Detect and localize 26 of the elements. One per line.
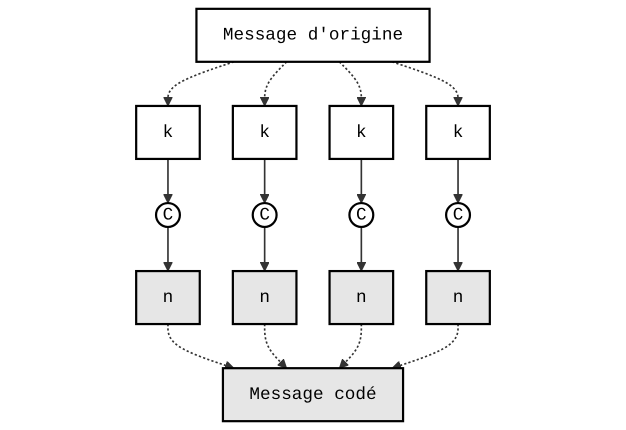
node-circle: C	[154, 202, 181, 228]
arrow	[338, 61, 366, 106]
node-box: k	[425, 104, 491, 160]
node-box: k	[328, 104, 394, 160]
arrow	[260, 158, 270, 204]
arrow	[453, 226, 463, 272]
node-box: n	[232, 270, 298, 326]
arrow	[163, 226, 173, 272]
node-box: Message codé	[222, 367, 404, 422]
arrow	[264, 324, 288, 369]
arrow	[453, 158, 463, 204]
node-circle: C	[252, 202, 278, 228]
node-box: k	[135, 104, 201, 160]
arrow	[260, 61, 288, 106]
arrow	[356, 226, 366, 272]
arrow	[356, 158, 366, 204]
arrow	[338, 324, 362, 369]
node-box: k	[232, 104, 298, 160]
node-box: Message d'origine	[195, 8, 431, 63]
node-circle: C	[445, 202, 472, 228]
node-box: n	[135, 270, 201, 326]
node-circle: C	[348, 202, 374, 228]
node-box: n	[328, 270, 394, 326]
arrow	[260, 226, 270, 272]
arrow	[163, 158, 173, 204]
node-box: n	[425, 270, 491, 326]
